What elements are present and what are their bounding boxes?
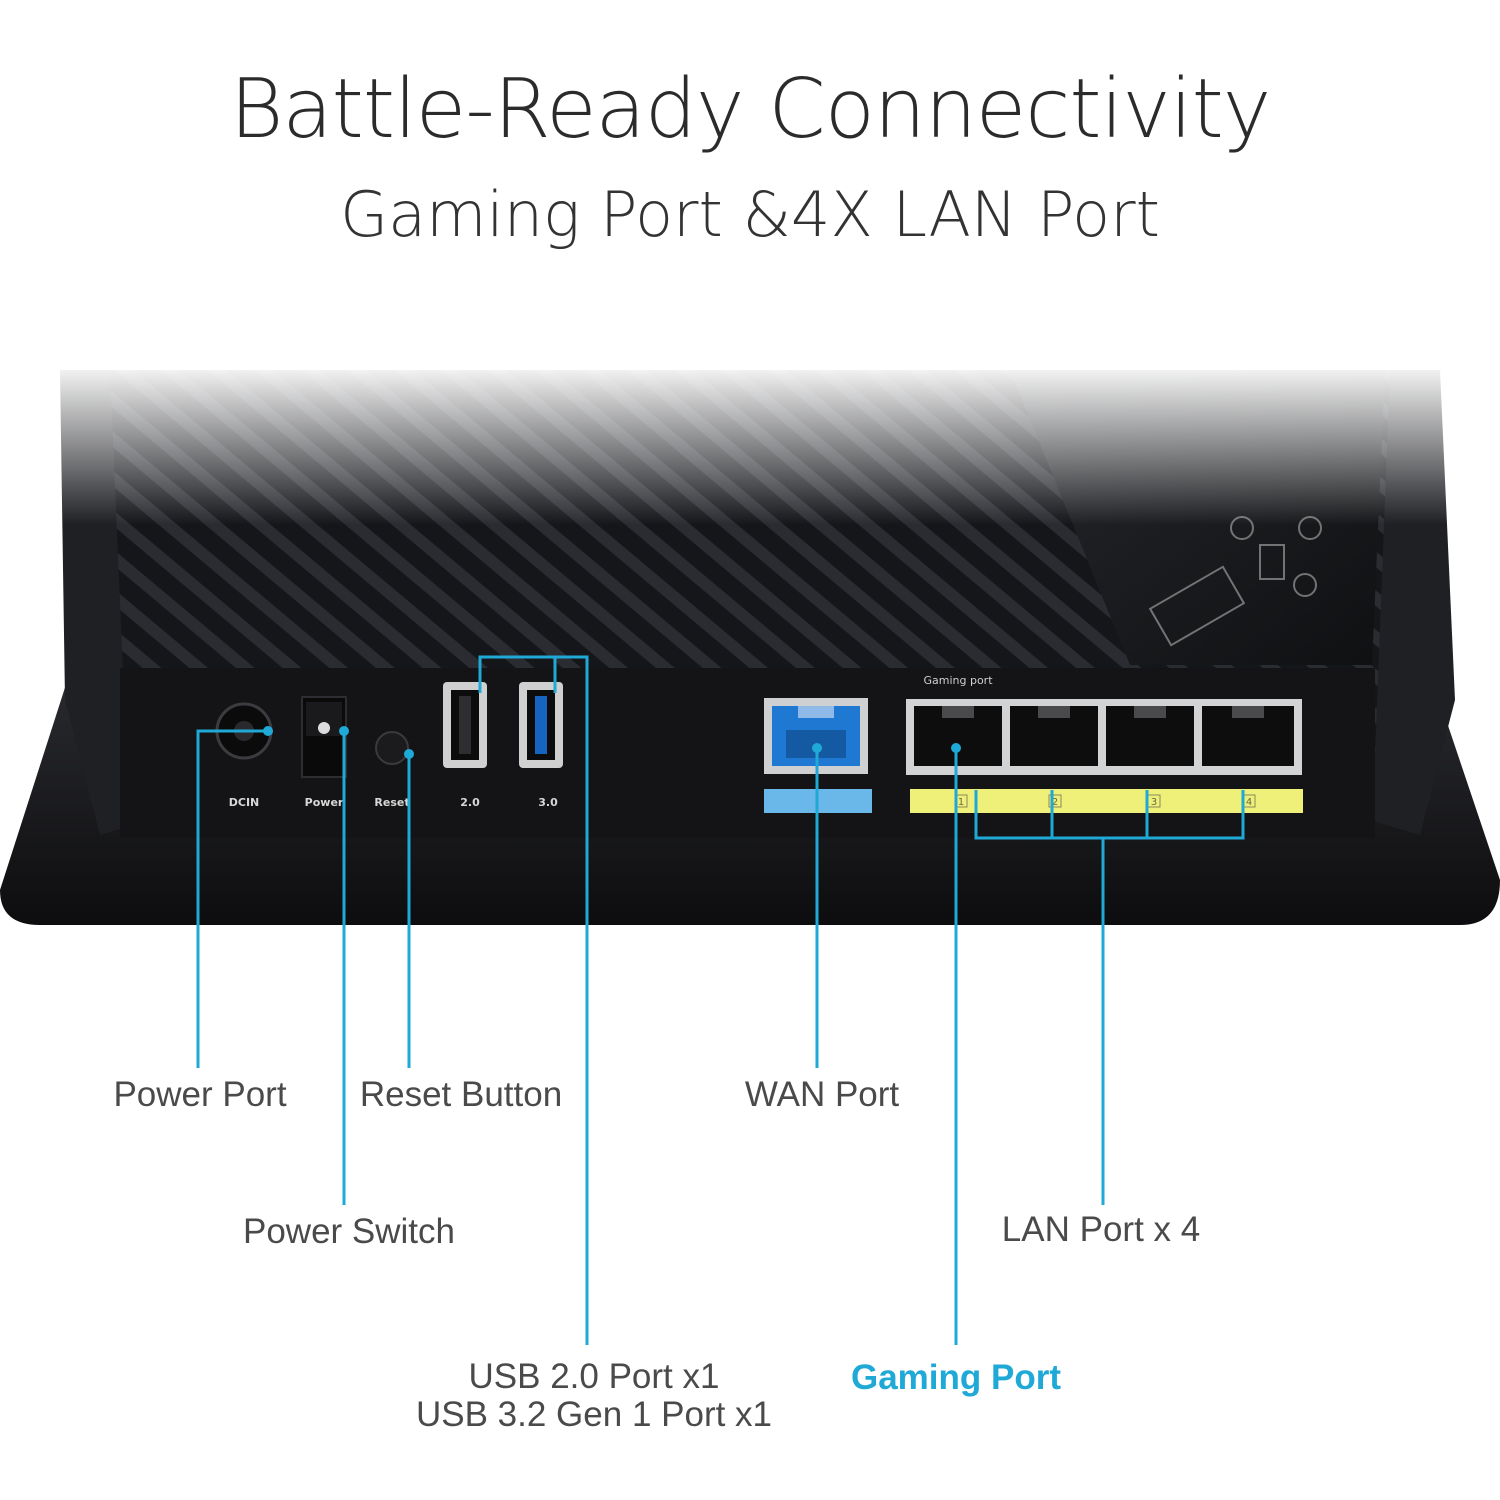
lan-jack-1 bbox=[914, 706, 1002, 766]
callout-line-lan bbox=[974, 790, 1245, 840]
callout-line-power-port bbox=[196, 729, 268, 1068]
callout-reset-button: Reset Button bbox=[359, 1075, 563, 1114]
reset-button bbox=[375, 731, 409, 765]
label-reset: Reset bbox=[374, 796, 409, 809]
label-dcin: DCIN bbox=[229, 796, 260, 809]
callout-power-switch: Power Switch bbox=[242, 1212, 456, 1251]
callout-lines bbox=[196, 655, 1245, 1345]
svg-text:1: 1 bbox=[958, 797, 964, 808]
svg-text:4: 4 bbox=[1246, 797, 1252, 808]
headline: Battle-Ready Connectivity bbox=[229, 62, 1272, 157]
usb3-port bbox=[519, 682, 563, 768]
lan-jack-3 bbox=[1106, 706, 1194, 766]
callout-usb-ports: USB 2.0 Port x1 USB 3.2 Gen 1 Port x1 bbox=[416, 1358, 772, 1434]
usb3-blue-insert bbox=[535, 696, 547, 754]
subheadline: Gaming Port &4X LAN Port bbox=[340, 178, 1160, 251]
svg-text:3: 3 bbox=[1151, 797, 1157, 808]
callout-wan-port: WAN Port bbox=[744, 1075, 900, 1114]
callout-usb-line-2: USB 3.2 Gen 1 Port x1 bbox=[415, 1395, 773, 1434]
callout-lan-port: LAN Port x 4 bbox=[1001, 1210, 1201, 1249]
callout-usb-line-1: USB 2.0 Port x1 bbox=[468, 1357, 720, 1396]
lan-ports bbox=[906, 699, 1302, 775]
callout-gaming-port: Gaming Port bbox=[850, 1358, 1062, 1397]
gaming-port-panel-tag: Gaming port bbox=[923, 674, 993, 687]
usb2-port bbox=[443, 682, 487, 768]
lan-jack-2 bbox=[1010, 706, 1098, 766]
lan-jack-4 bbox=[1202, 706, 1294, 766]
label-power: Power bbox=[305, 796, 344, 809]
label-usb2: 2.0 bbox=[460, 796, 480, 809]
svg-text:2: 2 bbox=[1052, 797, 1058, 808]
callout-line-usb bbox=[478, 655, 589, 1345]
power-switch bbox=[301, 696, 347, 778]
callout-power-port: Power Port bbox=[113, 1075, 287, 1114]
wan-port bbox=[764, 698, 868, 774]
label-usb3: 3.0 bbox=[538, 796, 558, 809]
